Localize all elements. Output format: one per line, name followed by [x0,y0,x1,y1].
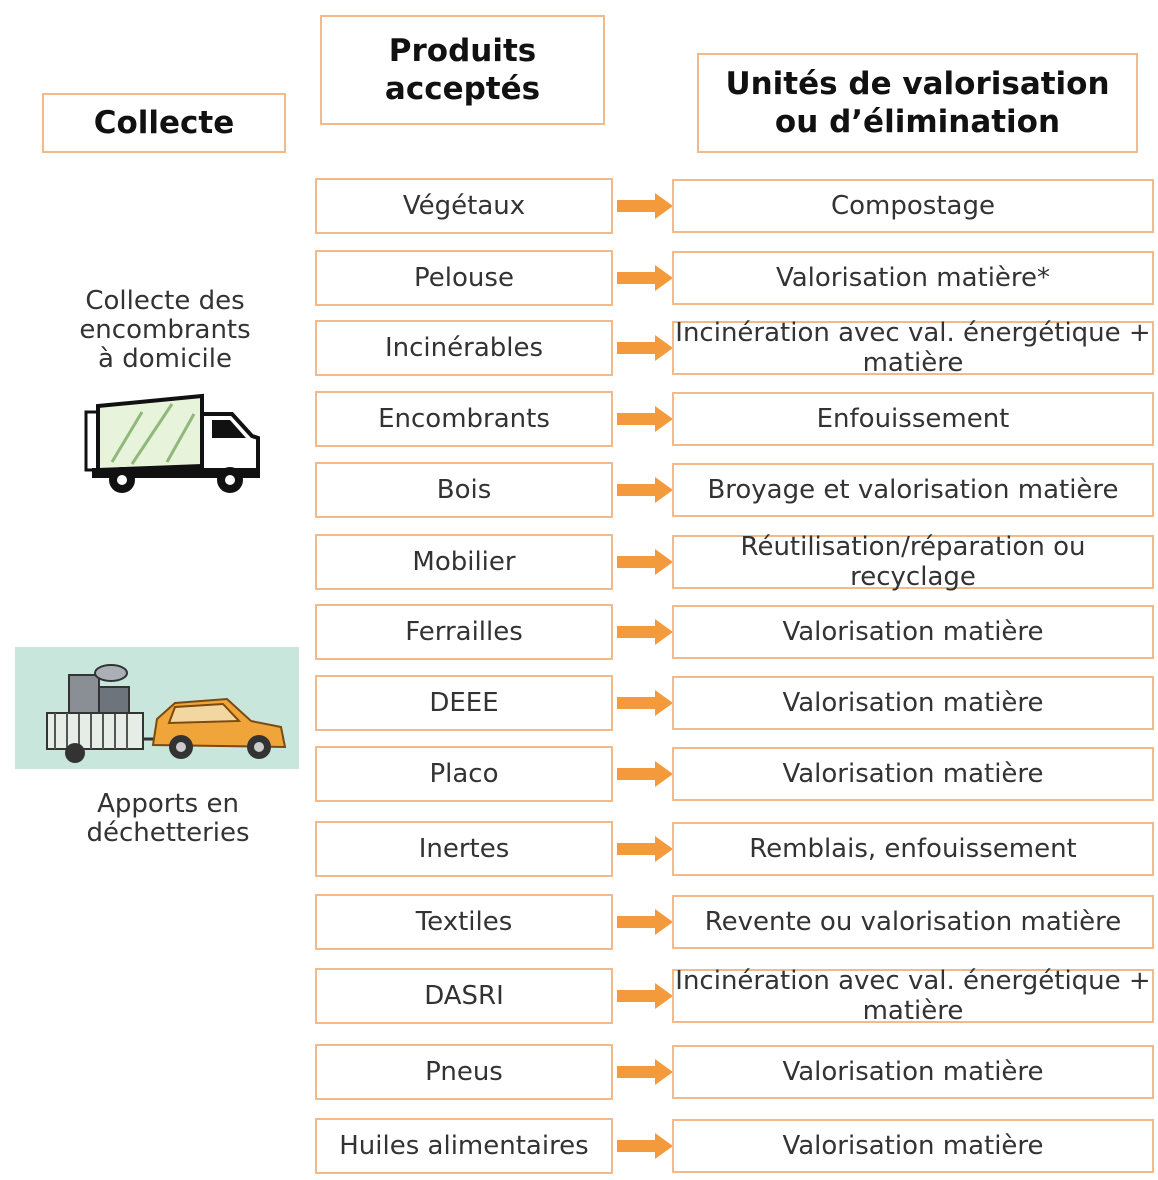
product-box: Inertes [315,821,613,877]
product-label: Pneus [425,1057,503,1087]
unit-box: Revente ou valorisation matière [672,895,1154,949]
product-box: Mobilier [315,534,613,590]
arrow-right-icon [617,983,673,1009]
unit-label: Valorisation matière [782,759,1044,789]
unit-label: Revente ou valorisation matière [704,907,1122,937]
product-box: Pelouse [315,250,613,306]
product-box: Ferrailles [315,604,613,660]
unit-label: Valorisation matière [782,1057,1044,1087]
unit-box: Réutilisation/réparation ou recyclage [672,532,1154,592]
unit-label: Enfouissement [816,404,1010,434]
product-box: Incinérables [315,320,613,376]
collecte-domicile-label: Collecte des encombrants à domicile [79,286,251,374]
header-collecte: Collecte [42,93,286,153]
product-box: Bois [315,462,613,518]
arrow-right-icon [617,549,673,575]
product-label: Placo [429,759,499,789]
product-label: Inertes [418,834,510,864]
unit-label: Valorisation matière [782,688,1044,718]
product-label: Encombrants [378,404,550,434]
product-box: DEEE [315,675,613,731]
unit-label: Valorisation matière [782,617,1044,647]
header-produits-label: Produits acceptés [384,33,541,107]
product-box: Huiles alimentaires [315,1118,613,1174]
product-label: Bois [436,475,492,505]
apports-dechetteries-label: Apports en déchetteries [86,789,250,848]
unit-label: Valorisation matière [782,1131,1044,1161]
unit-label: Remblais, enfouissement [749,834,1077,864]
header-produits: Produits acceptés [320,15,605,125]
header-unites: Unités de valorisation ou d’élimination [697,53,1138,153]
unit-box: Compostage [672,179,1154,233]
unit-box: Valorisation matière [672,676,1154,730]
unit-label: Réutilisation/réparation ou recyclage [740,532,1086,592]
product-label: Végétaux [402,191,526,221]
arrow-right-icon [617,265,673,291]
header-collecte-label: Collecte [93,105,235,141]
product-label: Mobilier [412,547,516,577]
product-label: Incinérables [384,333,544,363]
product-label: Huiles alimentaires [339,1131,589,1161]
unit-box: Remblais, enfouissement [672,822,1154,876]
arrow-right-icon [617,335,673,361]
product-box: Pneus [315,1044,613,1100]
arrow-right-icon [617,1133,673,1159]
unit-box: Broyage et valorisation matière [672,463,1154,517]
product-label: DEEE [429,688,499,718]
unit-box: Incinération avec val. énergétique + mat… [672,318,1154,378]
unit-box: Valorisation matière* [672,251,1154,305]
header-unites-label: Unités de valorisation ou d’élimination [725,66,1110,140]
product-box: DASRI [315,968,613,1024]
product-box: Végétaux [315,178,613,234]
arrow-right-icon [617,619,673,645]
car-trailer-illustration [15,647,299,769]
unit-box: Valorisation matière [672,1119,1154,1173]
unit-box: Valorisation matière [672,1045,1154,1099]
arrow-right-icon [617,909,673,935]
product-box: Textiles [315,894,613,950]
product-box: Encombrants [315,391,613,447]
product-label: Pelouse [414,263,514,293]
unit-label: Valorisation matière* [775,263,1051,293]
arrow-right-icon [617,1059,673,1085]
arrow-right-icon [617,193,673,219]
unit-box: Valorisation matière [672,747,1154,801]
product-label: Ferrailles [405,617,523,647]
arrow-right-icon [617,477,673,503]
unit-box: Incinération avec val. énergétique + mat… [672,966,1154,1026]
unit-label: Incinération avec val. énergétique + mat… [675,318,1151,378]
unit-box: Valorisation matière [672,605,1154,659]
arrow-right-icon [617,690,673,716]
unit-label: Incinération avec val. énergétique + mat… [675,966,1151,1026]
arrow-right-icon [617,836,673,862]
arrow-right-icon [617,761,673,787]
unit-label: Broyage et valorisation matière [707,475,1119,505]
arrow-right-icon [617,406,673,432]
garbage-truck-illustration [84,393,260,493]
unit-box: Enfouissement [672,392,1154,446]
product-box: Placo [315,746,613,802]
product-label: DASRI [424,981,504,1011]
unit-label: Compostage [831,191,995,221]
product-label: Textiles [415,907,513,937]
